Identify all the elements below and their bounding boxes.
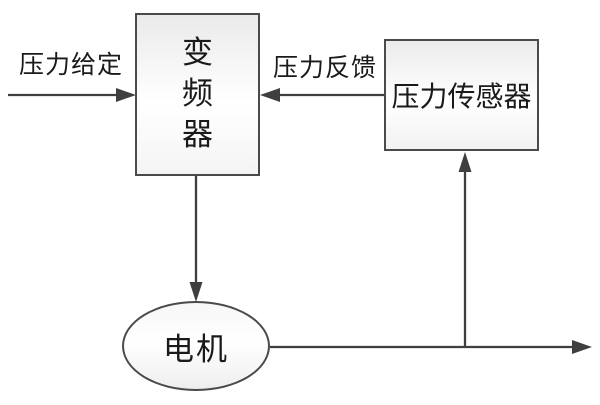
node-inverter-label: 变频器 [182,35,213,153]
edge-feedback-label: 压力反馈 [273,53,378,82]
node-sensor-label: 压力传感器 [391,80,532,113]
edge-motor-output-arrowhead [572,340,592,354]
node-sensor: 压力传感器 [384,39,539,151]
edge-inverter-motor-arrowhead [189,282,203,302]
edge-output-sensor-arrowhead [458,152,472,172]
edge-setpoint-label: 压力给定 [19,50,124,79]
node-inverter: 变频器 [135,13,260,176]
node-motor-label: 电机 [163,331,229,368]
node-motor: 电机 [122,301,270,391]
edge-feedback-arrowhead [260,88,280,102]
edge-setpoint-arrowhead [116,88,136,102]
